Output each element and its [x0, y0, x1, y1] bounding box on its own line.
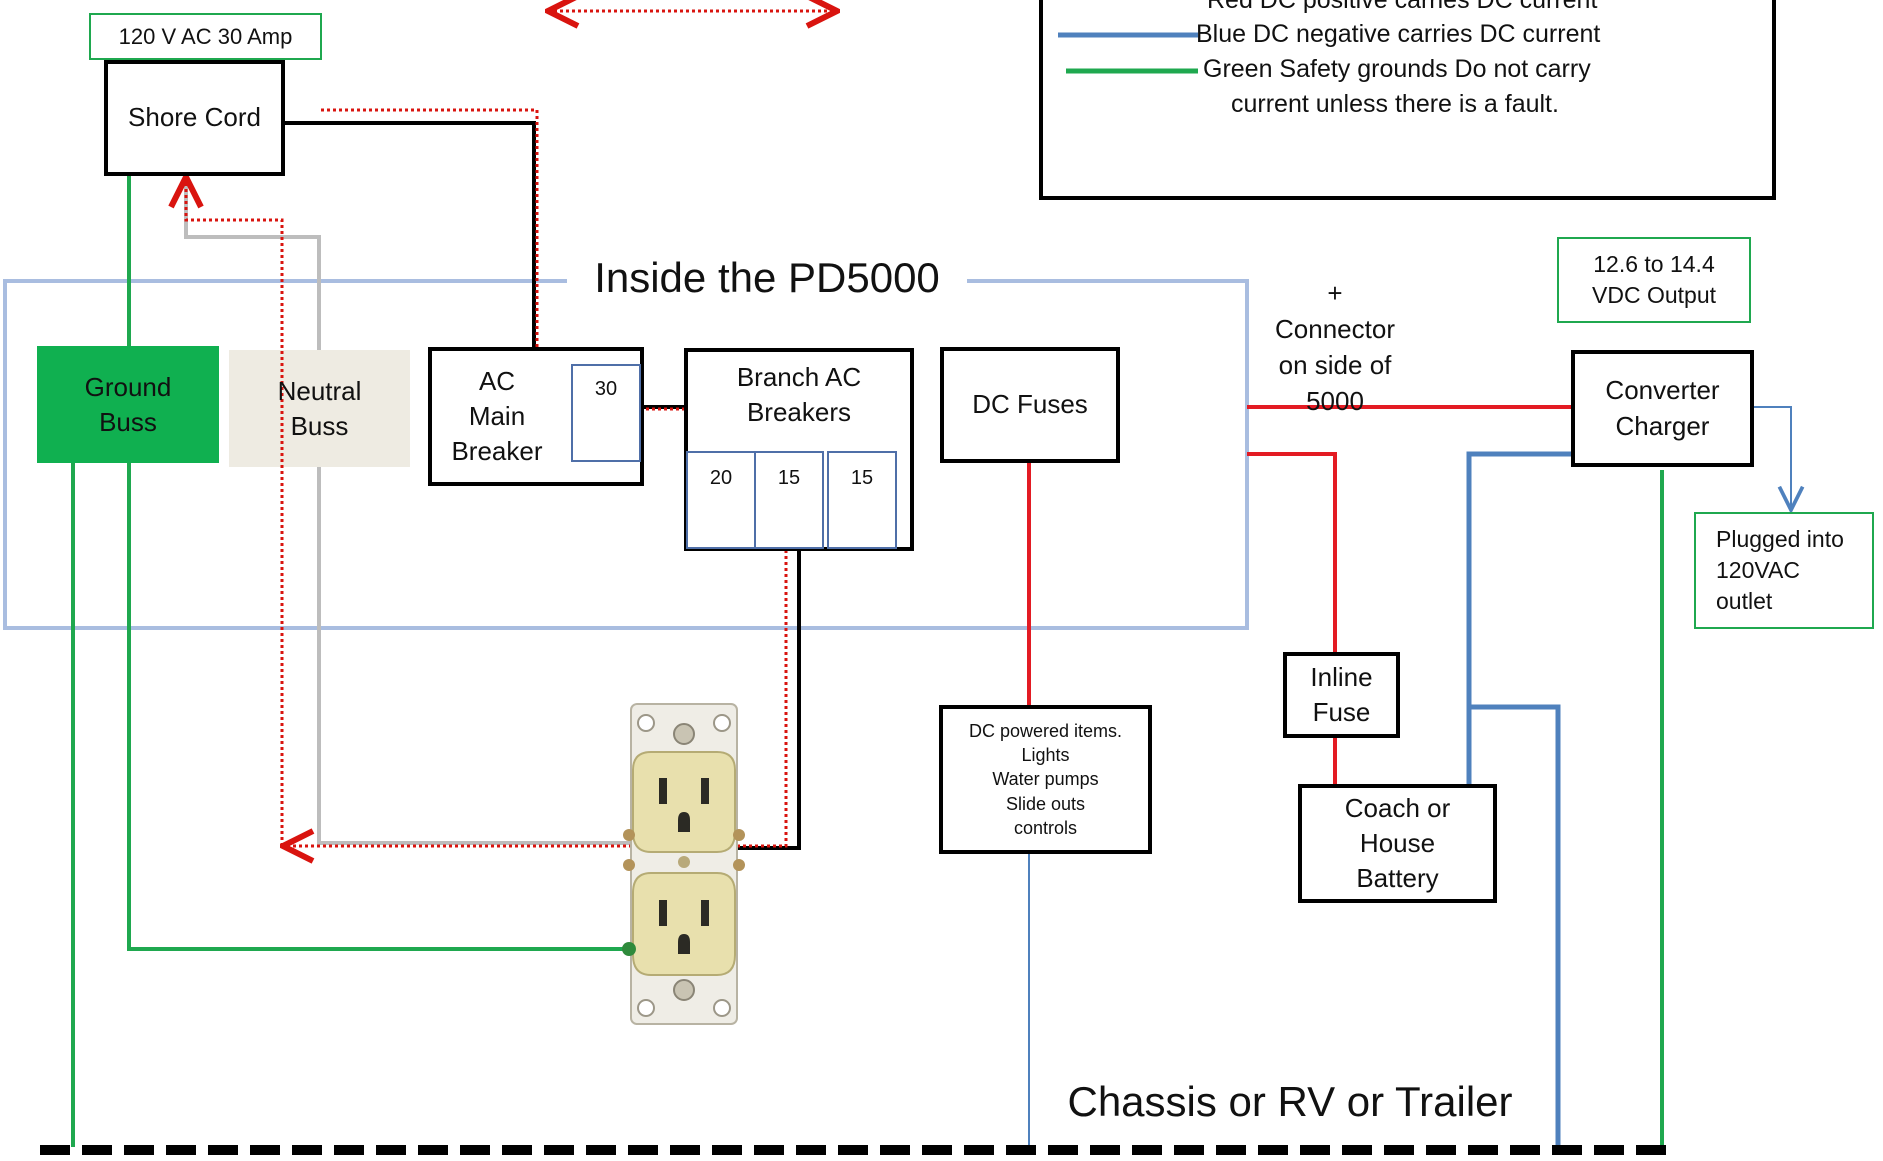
ac-main-breaker-label: AC Main Breaker: [451, 365, 543, 467]
house-battery-box: Coach or House Battery: [1298, 784, 1497, 903]
legend-blue-text: Blue DC negative carries DC current: [1196, 20, 1601, 48]
branch-breaker-15a: 15: [754, 451, 824, 549]
vdc-output-label: 12.6 to 14.4 VDC Output: [1557, 237, 1751, 323]
ground-wires: [71, 174, 1664, 1147]
ground-buss-label: Ground Buss: [84, 372, 172, 438]
connector-label: + Connector on side of 5000: [1275, 278, 1395, 416]
dc-fuses-box: DC Fuses: [940, 347, 1120, 463]
converter-charger-box: Converter Charger: [1571, 350, 1754, 467]
neutral-buss-bar: [229, 350, 410, 467]
dc-powered-items-box: DC powered items. Lights Water pumps Sli…: [939, 705, 1152, 854]
branch-breaker-20: 20: [686, 451, 756, 549]
chassis-label: Chassis or RV or Trailer: [1067, 1078, 1513, 1125]
ground-buss-bar: [37, 346, 219, 463]
ac-main-breaker-box: AC Main Breaker: [428, 347, 644, 486]
legend-green-text-cont: current unless there is a fault.: [1231, 90, 1559, 118]
dc-negative-wires: [1466, 451, 1573, 1147]
legend-box: [1039, 0, 1776, 200]
supply-label: 120 V AC 30 Amp: [89, 13, 322, 60]
current-flow-paths: [186, 11, 837, 846]
neutral-buss-label: Neutral Buss: [277, 376, 362, 442]
legend-red-text: Red DC positive carries DC current: [1207, 0, 1598, 14]
inline-fuse-box: Inline Fuse: [1283, 652, 1400, 738]
duplex-outlet-icon: [622, 703, 745, 1025]
pd5000-outline: [3, 279, 1249, 630]
shore-cord-box: Shore Cord: [104, 60, 285, 176]
branch-ac-breakers-box: Branch AC Breakers: [684, 348, 914, 551]
dc-positive-wires: [1027, 405, 1573, 786]
plugged-in-arrow: [1751, 406, 1791, 510]
hot-wires: [282, 121, 801, 850]
legend-green-text: Green Safety grounds Do not carry: [1203, 55, 1591, 83]
branch-breaker-15b: 15: [827, 451, 897, 549]
main-breaker-rating: 30: [571, 364, 641, 462]
pd5000-title: Inside the PD5000: [567, 250, 967, 307]
plugged-into-label: Plugged into 120VAC outlet: [1694, 512, 1874, 629]
